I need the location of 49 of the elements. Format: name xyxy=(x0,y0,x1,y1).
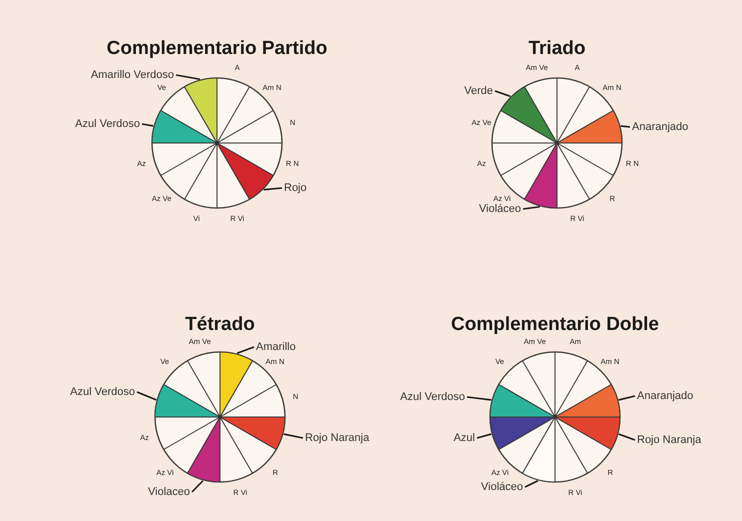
color-name-label: Azul Verdoso xyxy=(75,118,140,130)
leader-line xyxy=(618,433,636,441)
color-segment xyxy=(220,416,286,450)
leader-line xyxy=(136,391,157,401)
color-name-label: Violáceo xyxy=(481,480,523,494)
color-segment xyxy=(500,86,558,144)
color-segment xyxy=(554,384,620,418)
leader-line xyxy=(522,206,540,210)
leader-line xyxy=(236,346,254,354)
leader-line xyxy=(142,123,154,127)
color-name-label: Amarillo Verdoso xyxy=(90,68,174,82)
leader-line xyxy=(191,480,204,493)
leader-line xyxy=(284,433,304,439)
leader-line xyxy=(176,74,200,80)
color-segment xyxy=(187,416,220,482)
wheel-title: Complementario Doble xyxy=(450,314,660,336)
color-segment xyxy=(220,352,253,418)
leader-line xyxy=(494,90,511,98)
color-name-label: Rojo Naranja xyxy=(305,432,370,444)
color-name-label: Violaceo xyxy=(148,486,190,498)
leader-line xyxy=(620,125,630,128)
leader-line xyxy=(524,480,538,488)
color-name-label: Anaranjado xyxy=(637,390,694,402)
color-segment xyxy=(522,416,556,482)
color-name-label: Rojo Naranja xyxy=(637,434,702,446)
color-segment xyxy=(152,110,218,144)
color-segment xyxy=(490,416,556,450)
color-name-label: Anaranjado xyxy=(632,120,688,134)
leader-line xyxy=(618,395,636,401)
color-segment xyxy=(216,142,274,200)
color-segment xyxy=(524,142,558,208)
leader-line xyxy=(476,433,492,439)
color-segment xyxy=(184,78,218,144)
color-segment xyxy=(556,110,622,144)
color-name-label: Verde xyxy=(464,84,493,98)
leader-line xyxy=(264,187,282,190)
color-name-label: Rojo xyxy=(284,182,307,194)
color-name-label: Azul Verdoso xyxy=(70,386,135,398)
color-segment xyxy=(554,416,620,450)
color-name-label: Amarillo xyxy=(256,340,296,354)
wheel-title: Triado xyxy=(527,38,586,60)
wheel-title: Tétrado xyxy=(184,314,256,336)
color-segment xyxy=(154,384,220,418)
color-name-label: Azul Verdoso xyxy=(400,390,465,404)
leader-line xyxy=(466,396,492,401)
wheel-title: Complementario Partido xyxy=(106,38,328,60)
color-segment xyxy=(490,384,556,418)
color-name-label: Violáceo xyxy=(479,202,521,216)
color-name-label: Azul xyxy=(454,432,475,444)
